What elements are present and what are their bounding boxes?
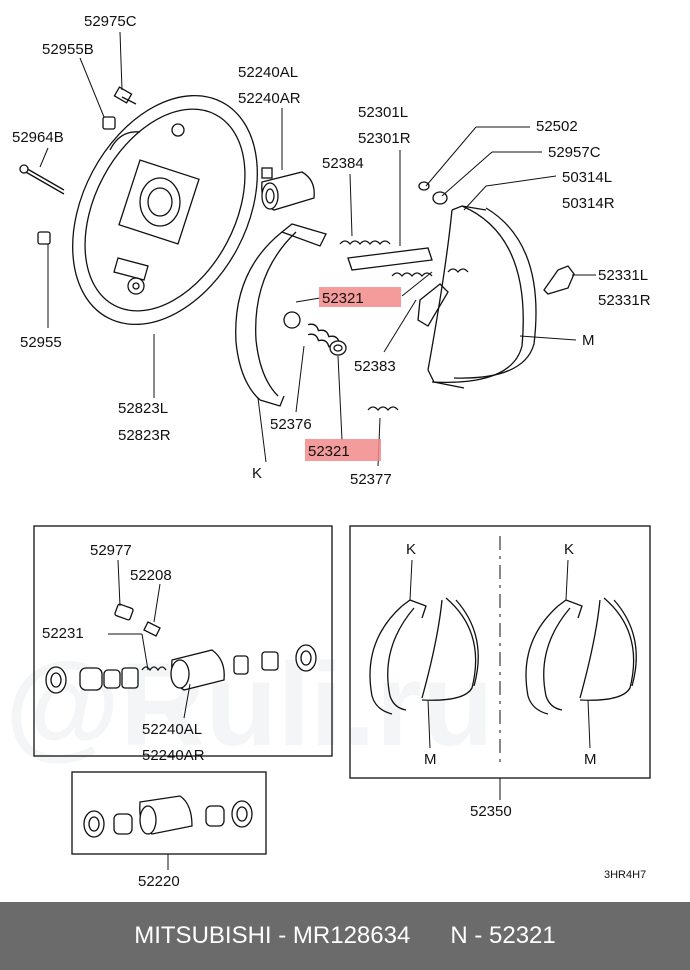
label-m-set-left: M [424,751,437,768]
footer-separator: - [271,922,293,949]
repair-kit-box [71,771,267,855]
footer-part-number: MR128634 [292,922,411,949]
footer-bar: MITSUBISHI - MR128634 N - 52321 [0,902,690,970]
left-small-parts [19,86,137,245]
wheel-cylinder-kit-box [33,525,333,757]
label-52321-bottom: 52321 [308,443,350,460]
label-52231: 52231 [42,625,84,642]
footer-ref-prefix: N - [450,922,490,949]
footer-ref-number: 52321 [489,922,556,949]
leader-lines-top [39,31,596,467]
label-52240ar-kit: 52240AR [142,747,205,764]
label-52823l: 52823L [118,400,168,417]
label-52502: 52502 [536,118,578,135]
label-52321-top: 52321 [322,290,364,307]
label-52331l: 52331L [598,267,648,284]
label-52220: 52220 [138,873,180,890]
label-52208: 52208 [130,567,172,584]
backing-plate-drawing [72,94,258,326]
highlight-52321-bottom [305,439,381,461]
highlight-52321-top [319,287,401,307]
label-52977: 52977 [90,542,132,559]
right-small-parts [418,181,575,295]
label-50314r: 50314R [562,195,615,212]
label-50314l: 50314L [562,169,612,186]
label-k-set-left: K [406,541,416,558]
label-52240al-kit: 52240AL [142,721,202,738]
label-52301r: 52301R [358,130,411,147]
footer-gap [410,922,450,950]
label-k-top: K [252,465,262,482]
label-52384: 52384 [322,155,364,172]
springs-middle-drawing [307,323,347,356]
repair-kit-drawing [83,795,253,838]
label-52301l: 52301L [358,104,408,121]
footer-brand: MITSUBISHI [134,922,272,949]
label-52240al: 52240AL [238,64,298,81]
label-52957c: 52957C [548,144,601,161]
label-m-top: M [582,332,595,349]
label-k-set-right: K [564,541,574,558]
brake-shoe-m-drawing [427,205,537,389]
label-52377: 52377 [350,471,392,488]
label-52240ar: 52240AR [238,90,301,107]
label-52975c: 52975C [84,13,137,30]
label-52964b: 52964B [12,129,64,146]
exploded-parts-diagram: @Ruli.ru [5,13,651,890]
label-52383: 52383 [354,358,396,375]
diagram-code: 3HR4H7 [604,869,646,881]
watermark-text: @Ruli.ru [5,639,494,771]
label-52955: 52955 [20,334,62,351]
leader-lines-set [409,559,591,800]
label-52376: 52376 [270,416,312,433]
label-52350: 52350 [470,803,512,820]
leader-lines-kit [108,559,191,719]
brake-shoe-k-drawing [235,223,327,407]
wheel-cylinder-kit-drawing [45,603,317,694]
label-52823r: 52823R [118,427,171,444]
brake-shoe-set-drawing [369,597,637,715]
label-52955b: 52955B [42,41,94,58]
label-m-set-right: M [584,751,597,768]
label-52331r: 52331R [598,292,651,309]
wheel-cylinder-top-drawing [261,167,315,211]
